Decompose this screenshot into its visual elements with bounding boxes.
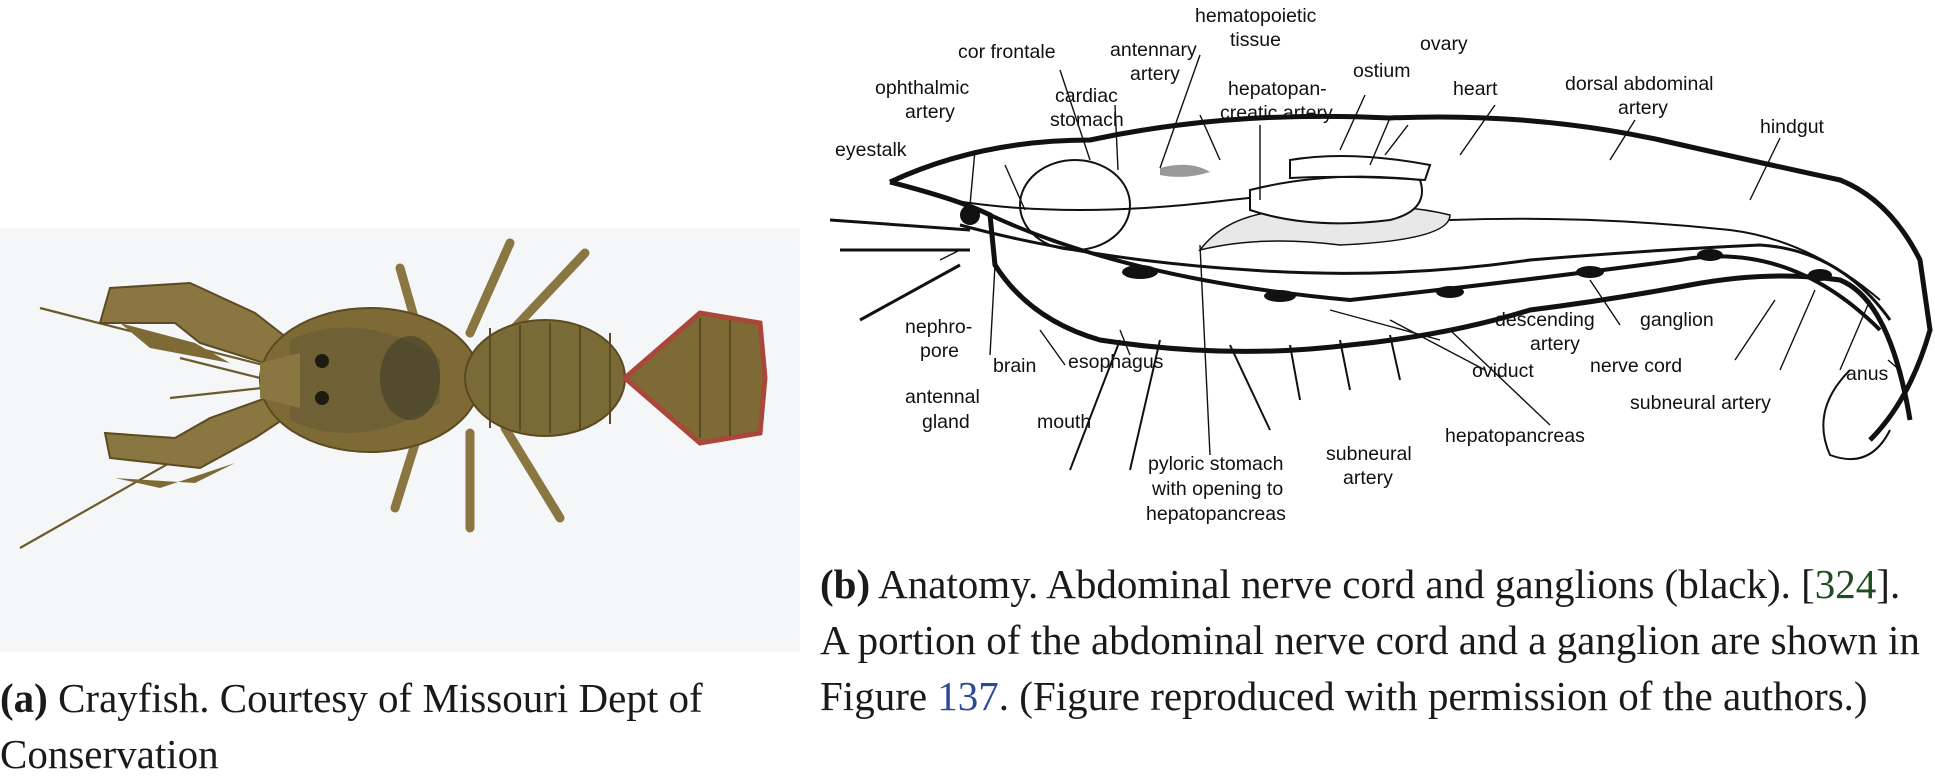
body-outline (888, 113, 1933, 442)
antennae-left (829, 218, 971, 322)
label-hepatopan-1: hepatopan- (1228, 78, 1327, 100)
ovary-shape (1249, 175, 1423, 225)
label-pyloric-3: hepatopancreas (1146, 503, 1286, 525)
ganglion-2 (1264, 290, 1296, 302)
label-ostium: ostium (1353, 60, 1410, 82)
label-cardiac-2: stomach (1050, 109, 1124, 131)
label-cardiac-1: cardiac (1055, 85, 1118, 107)
label-oviduct: oviduct (1472, 360, 1534, 382)
label-dorsal-1: dorsal abdominal (1565, 73, 1714, 95)
labels: hematopoietic tissue cor frontale antenn… (835, 5, 1889, 525)
label-cor-frontale: cor frontale (958, 41, 1056, 63)
label-hematopoietic-1: hematopoietic (1195, 5, 1317, 27)
label-anus: anus (1846, 363, 1889, 385)
leader-lines (939, 54, 1903, 456)
caption-a-text: Crayfish. Courtesy of Missouri Dept of C… (0, 675, 703, 777)
label-eyestalk: eyestalk (835, 139, 907, 161)
label-pyloric-1: pyloric stomach (1148, 453, 1283, 475)
label-subneural-1: subneural (1326, 443, 1412, 465)
organs (829, 155, 1891, 471)
body (259, 307, 768, 453)
ganglion-4 (1576, 266, 1604, 278)
anatomy-svg: hematopoietic tissue cor frontale antenn… (829, 5, 1933, 525)
caption-a-tag: (a) (0, 675, 48, 721)
caption-a: (a) Crayfish. Courtesy of Missouri Dept … (0, 670, 800, 782)
caption-b-tag: (b) (820, 561, 871, 607)
ganglion-1 (1122, 265, 1158, 279)
ganglion-3 (1436, 286, 1464, 298)
hematopoietic-shape (1160, 164, 1210, 177)
label-heart: heart (1453, 78, 1498, 100)
cardiac-stomach (1019, 159, 1131, 251)
telson (1822, 369, 1891, 460)
eyestalk-shape (960, 205, 980, 225)
label-nerve-cord: nerve cord (1590, 355, 1682, 377)
label-antennal-1: antennal (905, 386, 980, 408)
label-esophagus: esophagus (1068, 351, 1164, 373)
caption-b-part1: Anatomy. Abdominal nerve cord and gangli… (878, 561, 1815, 607)
figure-ref-link[interactable]: 137 (937, 673, 999, 719)
label-antennal-2: gland (922, 411, 970, 433)
caption-b-part2: ]. A portion of the abdominal nerve cord… (820, 561, 1920, 719)
label-subneural-artery-right: subneural artery (1630, 392, 1771, 414)
label-descending-1: descending (1495, 309, 1595, 331)
label-hindgut: hindgut (1760, 116, 1825, 138)
label-brain: brain (993, 355, 1036, 377)
label-mouth: mouth (1037, 411, 1091, 433)
label-ganglion: ganglion (1640, 309, 1714, 331)
label-nephro-2: pore (920, 340, 959, 362)
caption-b: (b) Anatomy. Abdominal nerve cord and ga… (820, 556, 1935, 724)
crayfish-photo (0, 228, 800, 652)
anatomy-diagram: hematopoietic tissue cor frontale antenn… (829, 0, 1935, 540)
legs-lines (1069, 334, 1401, 471)
heart-shape (1289, 155, 1432, 182)
label-nephro-1: nephro- (905, 316, 972, 338)
label-ophthalmic-2: artery (905, 101, 955, 123)
ganglion-5 (1697, 249, 1723, 261)
ganglion-6 (1808, 269, 1832, 281)
label-ophthalmic-1: ophthalmic (875, 77, 970, 99)
label-hepatopan-2: creatic artery (1220, 102, 1333, 124)
claws (98, 281, 302, 488)
label-dorsal-2: artery (1618, 97, 1668, 119)
label-descending-2: artery (1530, 333, 1580, 355)
crayfish-illustration (19, 238, 768, 549)
caption-b-part3: . (Figure reproduced with permission of … (998, 673, 1868, 719)
label-antennary-2: artery (1130, 63, 1180, 85)
nerve-cord (989, 213, 1882, 332)
label-subneural-2: artery (1343, 467, 1393, 489)
label-hepatopancreas: hepatopancreas (1445, 425, 1585, 447)
label-ovary: ovary (1420, 33, 1468, 55)
label-hematopoietic-2: tissue (1230, 29, 1281, 51)
label-antennary-1: antennary (1110, 39, 1197, 61)
citation-link[interactable]: 324 (1814, 561, 1877, 607)
label-pyloric-2: with opening to (1151, 478, 1283, 500)
